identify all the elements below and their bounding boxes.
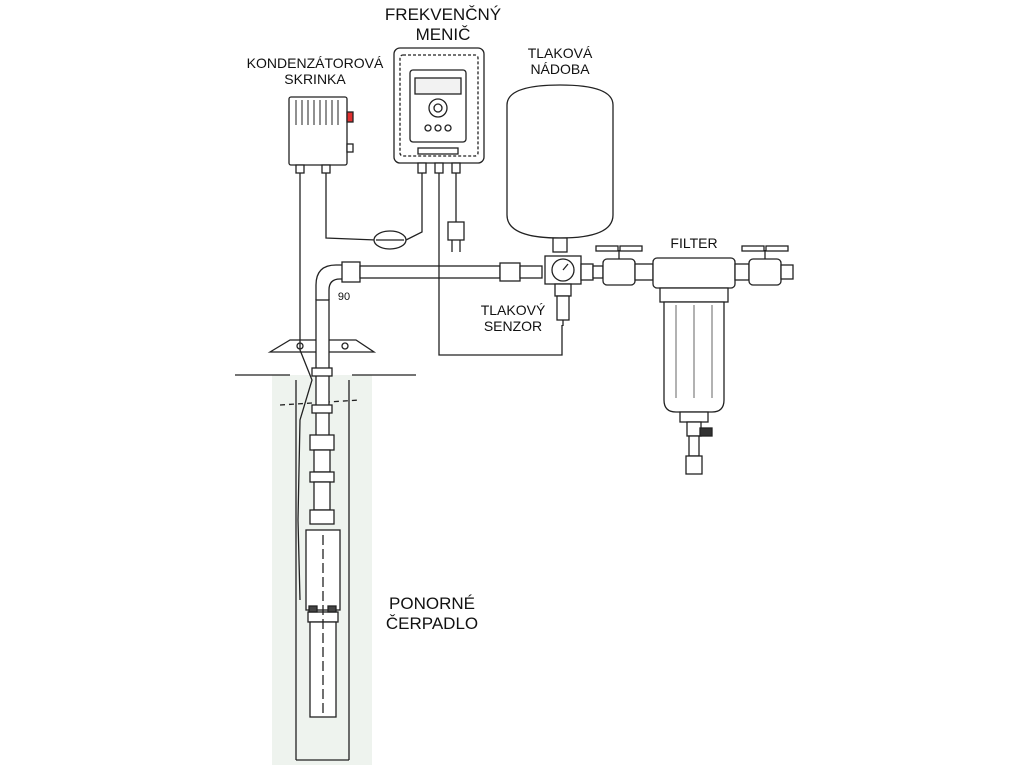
frequency-inverter [393, 47, 485, 174]
elbow-and-horizontal-pipe [315, 261, 543, 300]
sensor-label-line1: TLAKOVÝ [480, 302, 546, 318]
pressure-sensor [544, 255, 582, 326]
capacitor-label: KONDENZÁTOROVÁ SKRINKA [240, 55, 390, 87]
riser-pipe [309, 299, 335, 525]
inverter-label: FREKVENČNÝ MENIČ [383, 5, 503, 44]
pump-label: PONORNÉ ČERPADLO [372, 594, 492, 633]
water-filter [652, 257, 736, 475]
pump-label-line1: PONORNÉ [389, 594, 475, 613]
tank-label-line2: NÁDOBA [530, 61, 590, 78]
ball-valve-right [734, 245, 794, 286]
pump-label-line2: ČERPADLO [385, 613, 479, 633]
inverter-cables [405, 173, 563, 356]
right-pipe [580, 263, 604, 281]
elbow-label: 90 [337, 291, 351, 303]
capacitor-label-line2: SKRINKA [284, 71, 346, 88]
capacitor-label-line1: KONDENZÁTOROVÁ [246, 55, 384, 71]
filter-label: FILTER [670, 235, 718, 251]
sensor-label: TLAKOVÝ SENZOR [468, 302, 558, 334]
ball-valve-left [595, 245, 654, 286]
sensor-label-line2: SENZOR [483, 318, 543, 335]
tank-label: TLAKOVÁ NÁDOBA [520, 45, 600, 77]
inverter-label-line2: MENIČ [415, 24, 471, 44]
submersible-pump [305, 529, 341, 718]
capacitor-box [288, 96, 354, 174]
pressure-tank [506, 84, 614, 253]
power-plug [447, 221, 465, 252]
tank-label-line1: TLAKOVÁ [527, 45, 593, 61]
pump-cables [297, 172, 377, 601]
cable-connector [373, 230, 407, 250]
inverter-label-line1: FREKVENČNÝ [384, 5, 502, 24]
